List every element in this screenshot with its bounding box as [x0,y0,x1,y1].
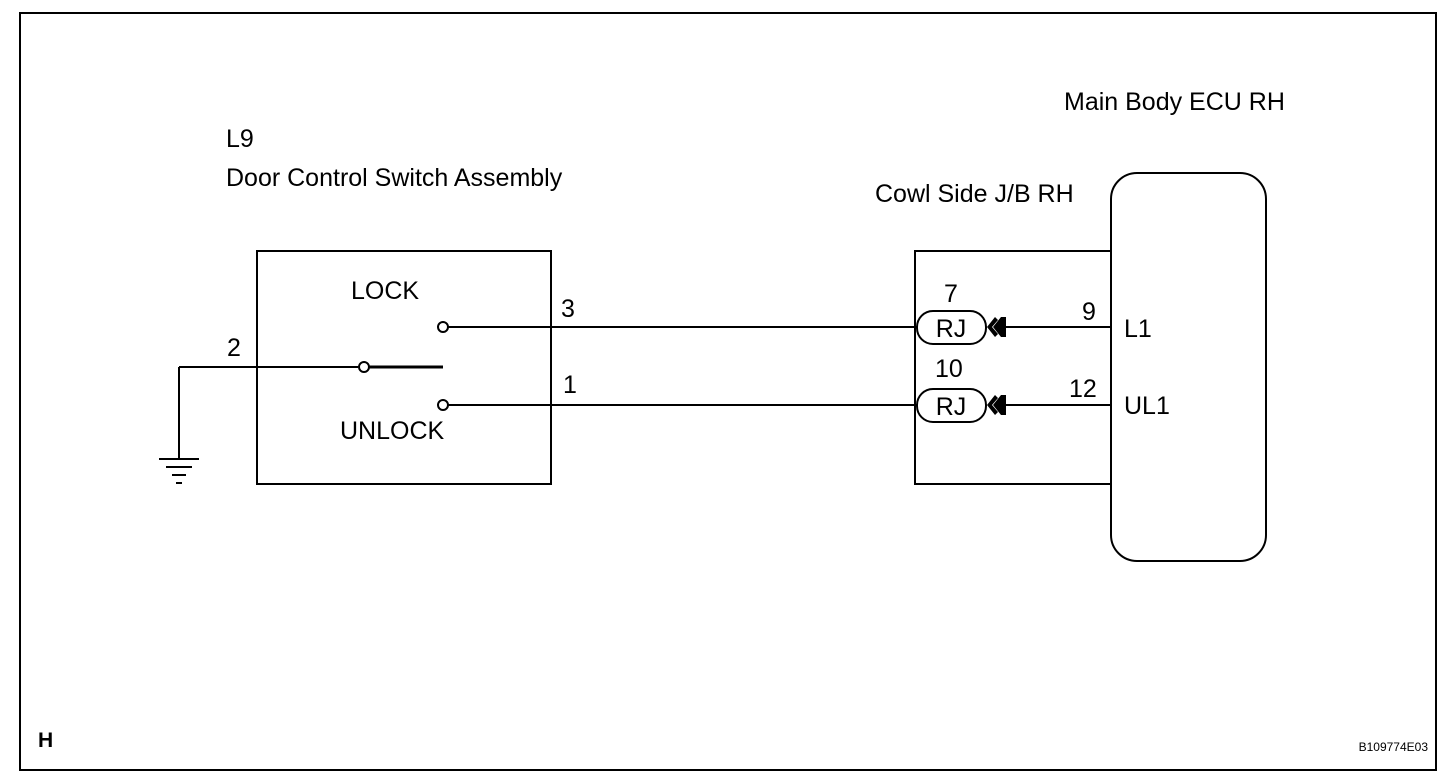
corner-mark: H [38,729,53,752]
connector-arrow-2 [987,395,1006,415]
jb-pin-10-label: 10 [935,355,963,383]
pin-2-label: 2 [227,334,241,362]
unlock-label: UNLOCK [340,417,445,445]
figure-code: B109774E03 [1359,740,1429,754]
connector-rj-1 [916,310,987,345]
switch-common-contact [358,361,370,373]
ecu-box [1110,172,1267,562]
unlock-contact [437,399,449,411]
ecu-pin-12-label: 12 [1069,375,1097,403]
connector-rj-2 [916,388,987,423]
ecu-terminal-l1: L1 [1124,315,1152,343]
junction-block-label: Cowl Side J/B RH [875,180,1074,208]
ground-icon [159,458,199,484]
junction-block-box [914,250,1111,485]
connector-rj-2-label: RJ [936,393,967,421]
connector-arrow-1 [987,317,1006,337]
ecu-pin-9-label: 9 [1082,298,1096,326]
jb-pin-7-label: 7 [944,280,958,308]
pin-1-label: 1 [563,371,577,399]
lock-contact [437,321,449,333]
connector-rj-1-label: RJ [936,315,967,343]
switch-name-label: Door Control Switch Assembly [226,164,563,192]
pin-3-label: 3 [561,295,575,323]
lock-label: LOCK [351,277,419,305]
ecu-label: Main Body ECU RH [1064,88,1285,116]
switch-ref-label: L9 [226,125,254,153]
diagram-frame [19,12,1437,771]
ecu-terminal-ul1: UL1 [1124,392,1170,420]
